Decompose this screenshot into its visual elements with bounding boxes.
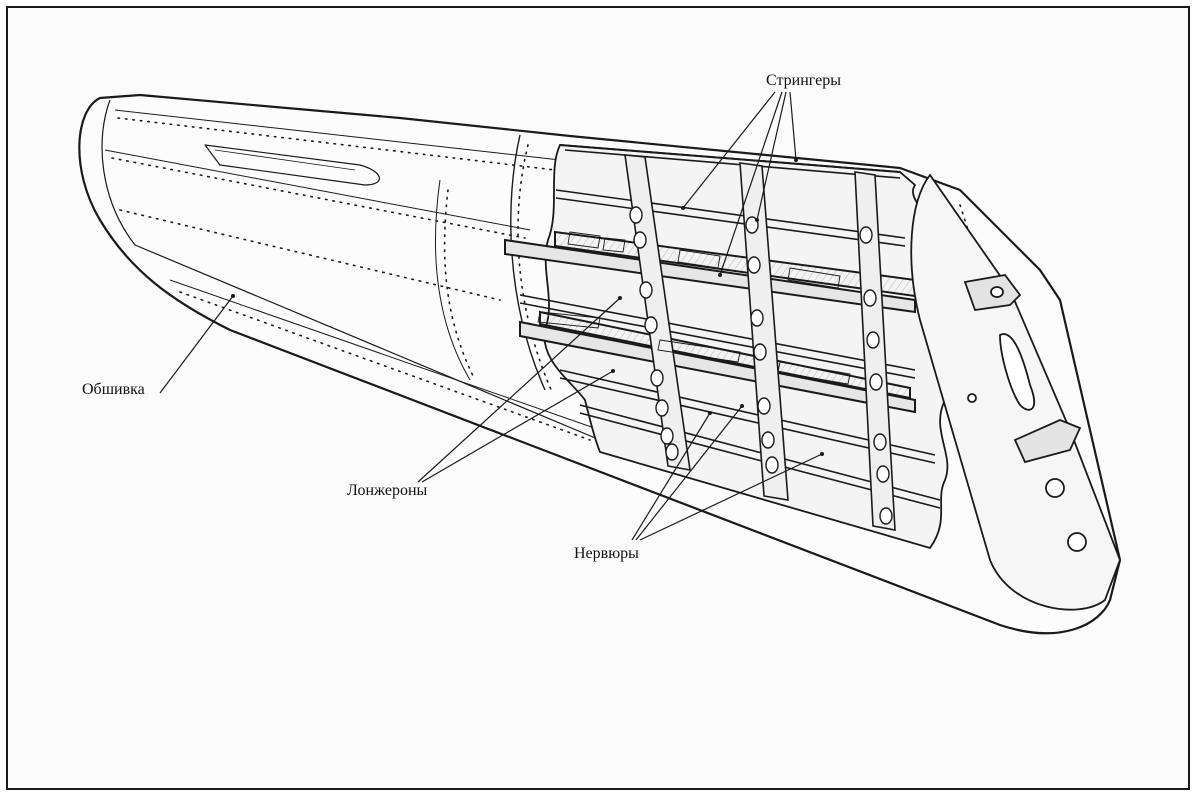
spar-rear-web [539, 310, 911, 400]
stringer-3 [519, 294, 916, 371]
leader-rib-1 [631, 412, 711, 541]
root-slot [999, 333, 1035, 411]
rib-hole [747, 256, 761, 274]
root-fitting-hole [990, 286, 1004, 298]
rib-hole [660, 427, 674, 445]
leader-skin [159, 295, 234, 394]
rib-hole [665, 443, 679, 461]
rib-hole [757, 397, 771, 415]
stringer-1 [564, 149, 901, 179]
label-ribs: Нервюры [574, 545, 639, 562]
rib-hole [761, 431, 775, 449]
root-lower-fitting [1013, 419, 1082, 464]
leader-rib-3 [639, 453, 823, 541]
label-spars: Лонжероны [347, 482, 428, 499]
label-skin: Обшивка [82, 381, 145, 398]
rib-hole [876, 465, 890, 483]
rib-hole [633, 231, 647, 249]
rib-hole [863, 289, 877, 307]
access-panel [204, 144, 380, 186]
leading-edge-line [101, 99, 601, 441]
rib-hole [869, 373, 883, 391]
leader-stringer-4 [789, 91, 797, 161]
root-small-hole [967, 393, 977, 403]
wing-root [910, 173, 1121, 611]
leader-spar-2 [421, 370, 614, 483]
rib-hole [655, 399, 669, 417]
root-bolt-hole-1 [1045, 478, 1065, 498]
rib-hole [629, 206, 643, 224]
spar-rear [519, 320, 916, 414]
rib-hole [745, 216, 759, 234]
stringer-2 [555, 189, 906, 239]
rib-hole [650, 369, 664, 387]
stringer-3b [519, 302, 916, 379]
ribs [624, 154, 896, 531]
skin-seam-2 [104, 149, 531, 231]
spar-front [504, 238, 916, 314]
rib-hole [866, 331, 880, 349]
leader-rib-2 [635, 405, 743, 541]
leader-dots [231, 158, 824, 456]
leader-lines [159, 91, 823, 541]
leader-stringer-1 [682, 91, 776, 209]
label-stringers: Стрингеры [766, 72, 841, 89]
internal-lattice [537, 231, 851, 385]
access-panel-inner [214, 149, 356, 171]
rib-hole [859, 226, 873, 244]
leader-stringer-2 [719, 91, 783, 276]
rib-hole [753, 343, 767, 361]
skin-seam-1 [114, 109, 561, 161]
rib-hole [750, 309, 764, 327]
stringer-2b [555, 197, 906, 247]
rib-hole [765, 456, 779, 474]
rib-2 [739, 162, 789, 501]
leader-stringer-3 [756, 91, 787, 221]
root-bolt-hole-2 [1067, 532, 1087, 552]
rib-hole [639, 281, 653, 299]
leader-spar-1 [417, 297, 621, 483]
skin-seam-3 [169, 279, 601, 431]
rib-hole [644, 316, 658, 334]
skin-panel-joint-1 [434, 179, 471, 381]
rib-hole [873, 433, 887, 451]
rib-hole [879, 507, 893, 525]
